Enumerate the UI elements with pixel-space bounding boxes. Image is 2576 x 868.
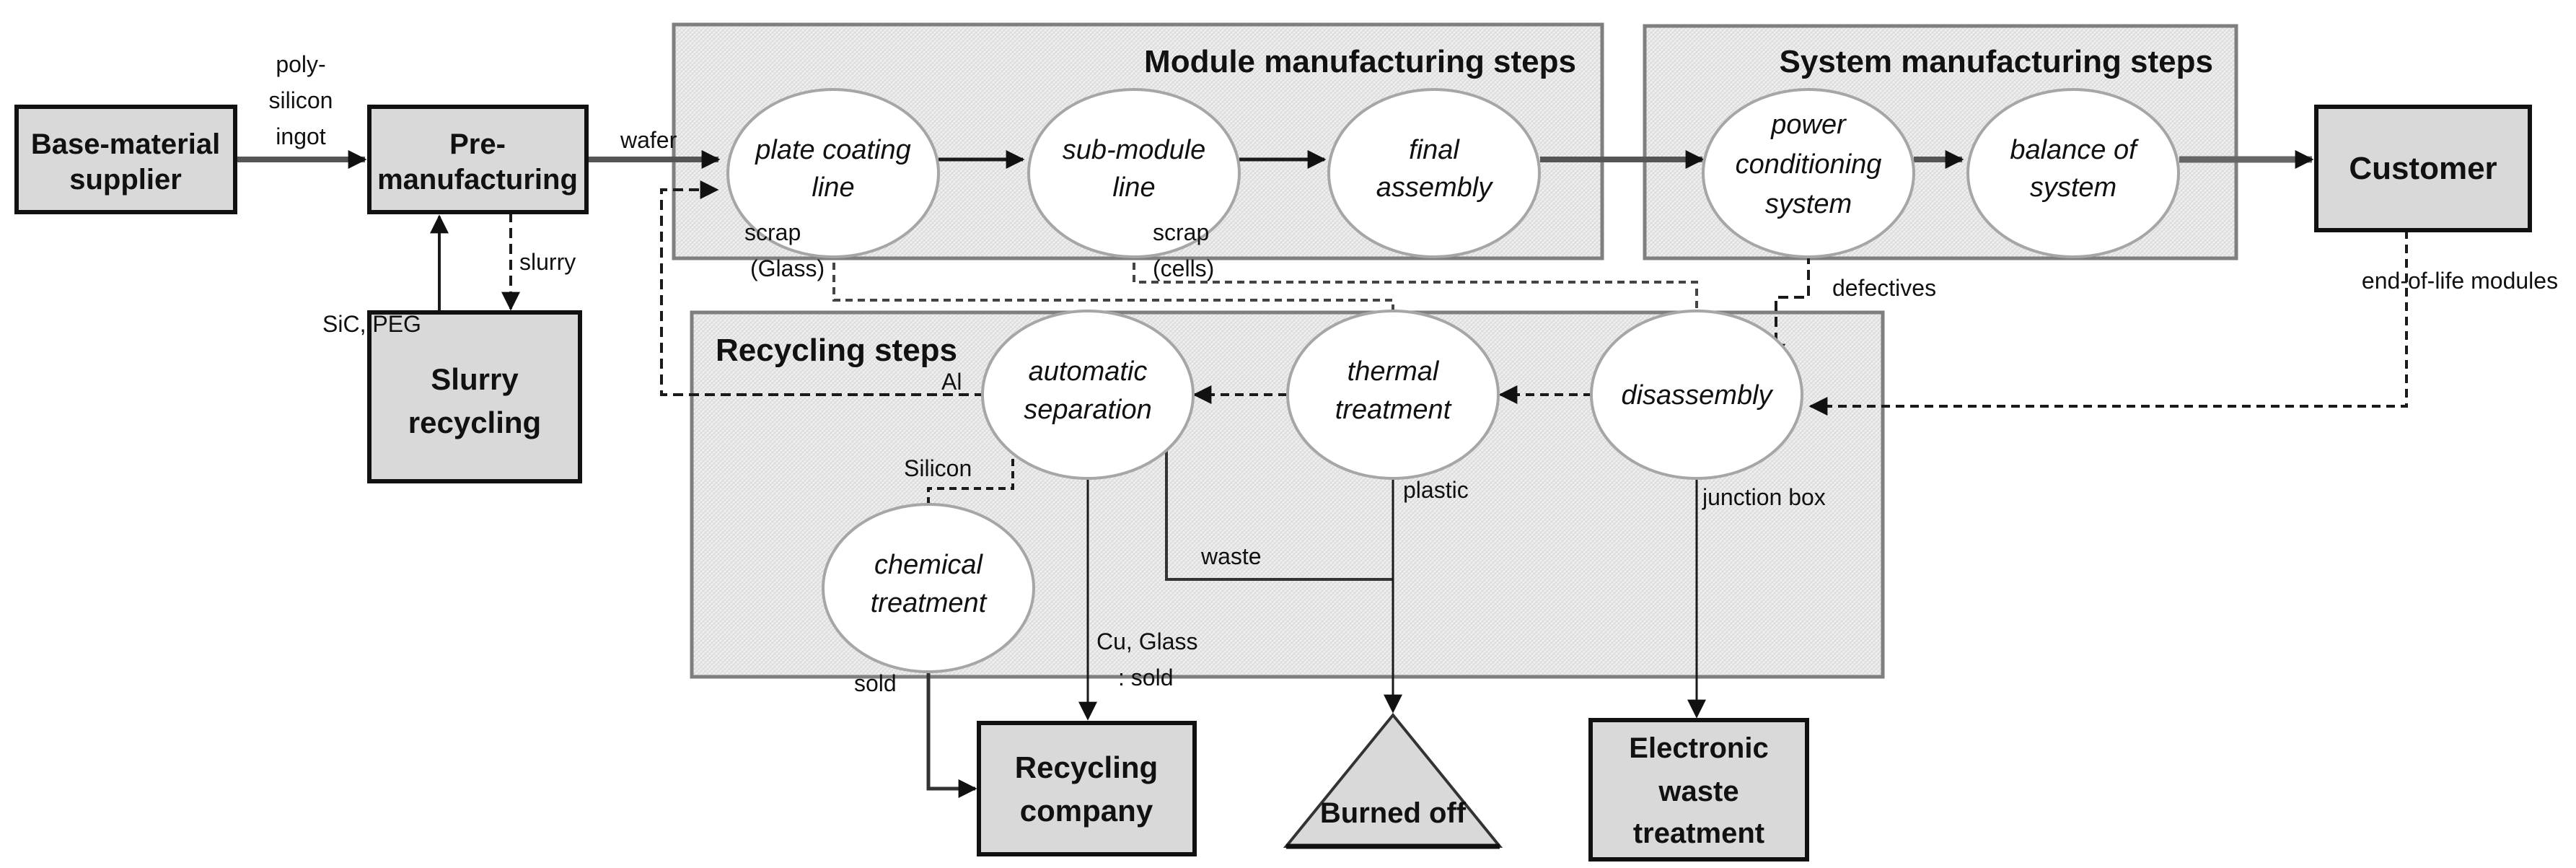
label-end-of-life: end-of-life modules (2362, 268, 2558, 294)
base-supplier-label-2: supplier (69, 164, 182, 196)
label-cu-glass-1: Cu, Glass (1096, 628, 1197, 654)
label-scrap-cells-2: (cells) (1153, 255, 1214, 281)
electronic-waste-box: Electronic waste treatment (1588, 718, 1809, 862)
burned-off-label: Burned off (1320, 797, 1467, 829)
automatic-separation-label-1: automatic (1029, 356, 1148, 387)
customer-box: Customer (2314, 105, 2532, 232)
recycling-company-label-1: Recycling (1015, 750, 1158, 784)
arrow-waste (1165, 450, 1393, 581)
arrow-chemical-sold (926, 662, 977, 798)
automatic-separation-label-2: separation (1024, 395, 1151, 425)
process-power-conditioning: power conditioning system (1702, 88, 1915, 258)
arrow-silicon (919, 459, 1014, 523)
power-conditioning-label-2: conditioning (1736, 149, 1882, 180)
recycling-group-title: Recycling steps (716, 333, 957, 368)
label-sic-peg: SiC, PEG (322, 311, 421, 337)
label-defectives: defectives (1832, 275, 1936, 301)
final-assembly-label-1: final (1409, 135, 1460, 165)
label-cu-glass-2: : sold (1118, 665, 1173, 691)
label-silicon: Silicon (904, 455, 972, 481)
final-assembly-label-2: assembly (1376, 172, 1493, 203)
balance-of-system-label-1: balance of (2010, 135, 2139, 165)
sub-module-label-2: line (1112, 172, 1155, 203)
pre-manufacturing-label-1: Pre- (449, 128, 506, 160)
process-final-assembly: final assembly (1327, 88, 1541, 258)
slurry-recycling-label-2: recycling (408, 405, 541, 439)
process-thermal-treatment: thermal treatment (1286, 310, 1500, 480)
process-automatic-separation: automatic separation (981, 310, 1195, 480)
slurry-recycling-box: Slurry recycling (367, 310, 582, 483)
process-sub-module: sub-module line (1027, 88, 1241, 258)
arrow-al-return (660, 180, 985, 396)
label-plastic: plastic (1403, 477, 1469, 503)
slurry-recycling-label-1: Slurry (431, 362, 519, 396)
label-sold: sold (854, 670, 897, 696)
plate-coating-label-1: plate coating (755, 135, 911, 165)
electronic-waste-label-2: waste (1658, 776, 1738, 807)
system-group-title: System manufacturing steps (1780, 44, 2214, 79)
label-slurry: slurry (519, 249, 576, 275)
electronic-waste-label-1: Electronic (1629, 732, 1768, 764)
label-polysilicon-2: silicon (269, 87, 333, 113)
thermal-treatment-label-1: thermal (1348, 356, 1440, 387)
electronic-waste-label-3: treatment (1633, 817, 1764, 849)
balance-of-system-label-2: system (2030, 172, 2116, 203)
power-conditioning-label-1: power (1770, 110, 1847, 140)
process-chemical-treatment: chemical treatment (822, 503, 1035, 673)
pre-manufacturing-box: Pre- manufacturing (367, 105, 589, 214)
label-waste: waste (1200, 543, 1262, 569)
plate-coating-label-2: line (812, 172, 854, 203)
label-scrap-glass-2: (Glass) (750, 255, 825, 281)
customer-label: Customer (2349, 151, 2497, 186)
flow-labels: poly- silicon ingot wafer slurry SiC, PE… (269, 51, 2559, 696)
pre-manufacturing-label-2: manufacturing (377, 164, 578, 196)
label-junction-box: junction box (1702, 484, 1826, 510)
chemical-treatment-label-2: treatment (871, 588, 988, 618)
burned-off-triangle: Burned off (1283, 712, 1503, 849)
sub-module-label-1: sub-module (1063, 135, 1206, 165)
label-polysilicon-1: poly- (276, 51, 325, 77)
recycling-company-label-2: company (1020, 794, 1153, 828)
label-polysilicon-3: ingot (276, 123, 326, 149)
disassembly-label: disassembly (1621, 380, 1773, 411)
base-supplier-label-1: Base-material (31, 128, 220, 160)
process-disassembly: disassembly (1590, 310, 1803, 480)
label-scrap-glass-1: scrap (744, 219, 801, 245)
arrow-end-of-life (1808, 230, 2408, 416)
process-balance-of-system: balance of system (1966, 88, 2180, 258)
recycling-company-box: Recycling company (977, 721, 1197, 856)
base-material-supplier-box: Base-material supplier (14, 105, 237, 214)
thermal-treatment-label-2: treatment (1335, 395, 1452, 425)
label-scrap-cells-1: scrap (1153, 219, 1209, 245)
power-conditioning-label-3: system (1765, 189, 1852, 219)
label-al: Al (941, 369, 962, 395)
process-plate-coating: plate coating line (726, 88, 940, 258)
chemical-treatment-label-1: chemical (874, 550, 983, 580)
connectors (235, 150, 2408, 798)
module-group-title: Module manufacturing steps (1144, 44, 1576, 79)
label-wafer: wafer (620, 127, 677, 153)
